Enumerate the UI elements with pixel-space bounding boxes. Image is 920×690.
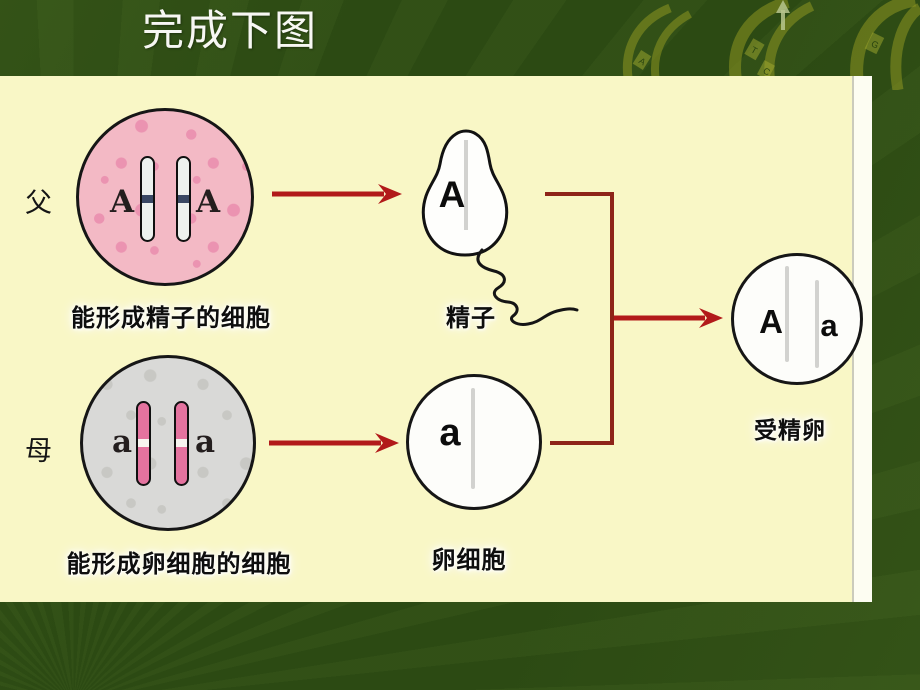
up-arrow-icon [776, 0, 790, 13]
father-allele-right: A [195, 184, 221, 220]
dna-letter: G [870, 39, 881, 51]
page-title: 完成下图 [142, 6, 319, 55]
zygote-caption: 受精卵 [754, 417, 826, 443]
mother-allele-left: a [111, 424, 133, 460]
sperm-caption: 精子 [446, 305, 496, 332]
mother-chromosome-left [136, 401, 151, 486]
dna-base-tag [632, 50, 652, 70]
father-chromosome-left [140, 156, 155, 242]
dna-letter: A [637, 56, 647, 68]
father-cell-caption: 能形成精子的细胞 [71, 305, 271, 332]
panel-page-edge [852, 76, 872, 602]
egg-allele: a [439, 412, 461, 454]
father-side-label: 父 [25, 188, 52, 219]
father-chromosome-right [176, 156, 191, 242]
mother-cell-caption: 能形成卵细胞的细胞 [66, 551, 292, 578]
centromere-band [176, 439, 187, 447]
father-cell [76, 108, 254, 286]
dna-strand [890, 3, 920, 90]
zygote-allele-right: a [820, 308, 838, 343]
mother-side-label: 母 [25, 436, 52, 467]
zygote-chromatin-line-right [815, 280, 819, 368]
zygote-cell [731, 253, 863, 385]
mother-cell [80, 355, 256, 531]
zygote-allele-left: A [759, 303, 783, 340]
egg-caption: 卵细胞 [431, 547, 507, 574]
mother-chromosome-right [174, 401, 189, 486]
dna-letter: T [749, 45, 759, 57]
up-arrow-icon [781, 10, 785, 30]
egg-chromatin-line [471, 388, 475, 489]
centromere-band [138, 439, 149, 447]
sperm-allele: A [438, 174, 466, 215]
dna-base-tag [744, 38, 765, 61]
zygote-chromatin-line-left [785, 266, 789, 362]
centromere-band [142, 195, 153, 203]
dna-base-tag [864, 32, 885, 55]
centromere-band [178, 195, 189, 203]
father-allele-left: A [109, 184, 135, 220]
mother-allele-right: a [194, 424, 216, 460]
